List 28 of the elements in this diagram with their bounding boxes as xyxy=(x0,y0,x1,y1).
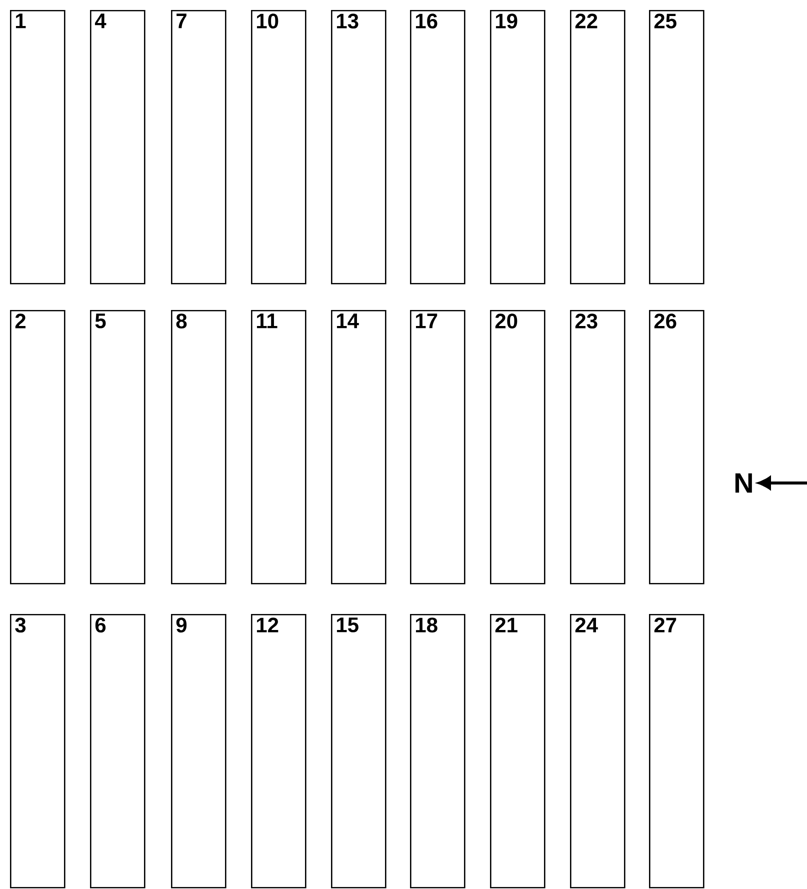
plot-box: 25 xyxy=(649,10,704,284)
plot-box: 18 xyxy=(410,614,466,888)
plot-box: 8 xyxy=(171,310,226,584)
plot-box: 15 xyxy=(331,614,386,888)
plot-box: 20 xyxy=(490,310,546,584)
plot-box: 4 xyxy=(90,10,146,284)
plot-box: 24 xyxy=(570,614,626,888)
plot-box: 5 xyxy=(90,310,146,584)
plot-box: 2 xyxy=(10,310,66,584)
plot-box: 26 xyxy=(649,310,704,584)
plot-box: 16 xyxy=(410,10,466,284)
plot-box: 19 xyxy=(490,10,546,284)
plot-box: 11 xyxy=(251,310,306,584)
plot-box: 13 xyxy=(331,10,386,284)
plot-box: 9 xyxy=(171,614,226,888)
plot-box: 17 xyxy=(410,310,466,584)
plot-box: 1 xyxy=(10,10,66,284)
plot-box: 14 xyxy=(331,310,386,584)
plot-box: 12 xyxy=(251,614,306,888)
plot-box: 6 xyxy=(90,614,146,888)
plot-box: 10 xyxy=(251,10,306,284)
plot-box: 7 xyxy=(171,10,226,284)
plot-box: 22 xyxy=(570,10,626,284)
plot-box: 27 xyxy=(649,614,704,888)
plot-box: 21 xyxy=(490,614,546,888)
plot-box: 3 xyxy=(10,614,66,888)
north-label: N xyxy=(735,473,752,493)
plot-box: 23 xyxy=(570,310,626,584)
